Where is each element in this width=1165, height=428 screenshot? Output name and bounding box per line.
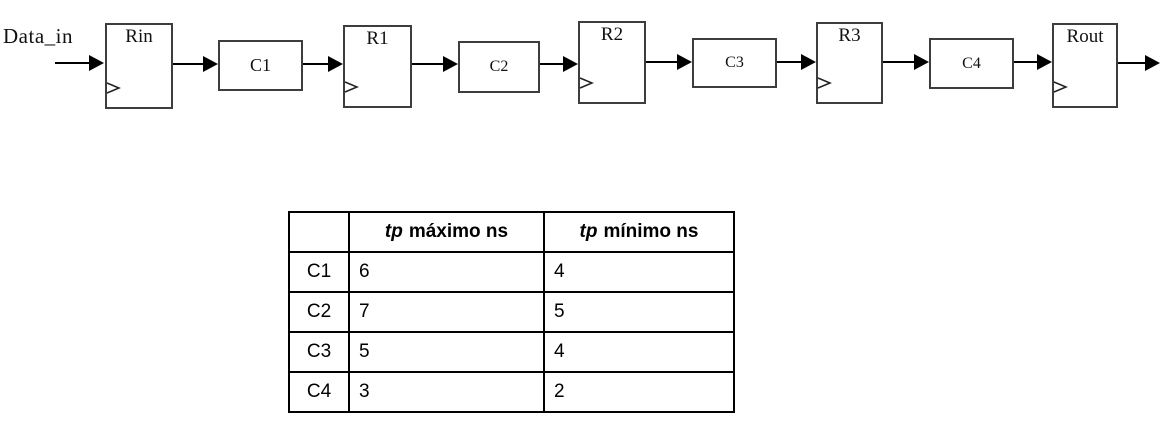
tp-min-value: 5 — [543, 291, 735, 333]
header-text: mínimo ns — [603, 221, 699, 242]
arrow-head-icon — [89, 55, 104, 71]
arrow-head-icon — [1145, 55, 1160, 71]
arrow-head-icon — [443, 56, 458, 72]
register-label: R1 — [366, 28, 389, 49]
arrow-shaft — [540, 63, 563, 65]
row-label: C3 — [288, 331, 350, 373]
register-rin: Rin — [105, 23, 173, 109]
register-label: R2 — [600, 24, 624, 45]
arrow-shaft — [303, 63, 328, 65]
clock-input-icon — [579, 77, 594, 89]
arrow-shaft — [1014, 61, 1037, 63]
tp-max-value: 3 — [348, 371, 545, 413]
arrow-shaft — [412, 63, 443, 65]
output-signal-arrow — [1118, 55, 1160, 71]
signal-arrow-r2-c3 — [646, 54, 692, 70]
arrow-shaft — [173, 63, 203, 65]
register-r1: R1 — [343, 25, 412, 108]
row-label: C2 — [288, 291, 350, 333]
tp-max-value: 7 — [348, 291, 545, 333]
arrow-head-icon — [801, 54, 816, 70]
tp-symbol: tp — [579, 221, 598, 242]
signal-arrow-c2-r2 — [540, 56, 578, 72]
data-in-label: Data_in — [3, 24, 73, 48]
table-row-c3: C3 5 4 — [288, 331, 735, 373]
arrow-shaft — [883, 61, 914, 63]
arrow-head-icon — [328, 56, 343, 72]
arrow-shaft — [646, 61, 677, 63]
signal-arrow-rin-c1 — [173, 56, 218, 72]
tp-min-value: 4 — [543, 251, 735, 293]
arrow-shaft — [1118, 62, 1145, 64]
table-row-c1: C1 6 4 — [288, 251, 735, 293]
arrow-head-icon — [677, 54, 692, 70]
table-row-c2: C2 7 5 — [288, 291, 735, 333]
tp-max-value: 5 — [348, 331, 545, 373]
arrow-head-icon — [203, 56, 218, 72]
signal-arrow-c4-rout — [1014, 54, 1052, 70]
arrow-head-icon — [563, 56, 578, 72]
register-label: Rin — [125, 26, 153, 47]
register-label: Rout — [1066, 26, 1104, 47]
comb-block-c4: C4 — [929, 38, 1014, 89]
corner-cell — [288, 211, 350, 253]
clock-input-icon — [106, 82, 121, 94]
signal-arrow-r3-c4 — [883, 54, 929, 70]
arrow-head-icon — [1037, 54, 1052, 70]
comb-block-c2: C2 — [458, 41, 540, 93]
arrow-head-icon — [914, 54, 929, 70]
comb-block-c3: C3 — [692, 38, 777, 88]
clock-input-icon — [817, 77, 832, 89]
header-text: máximo ns — [408, 221, 509, 242]
register-r3: R3 — [816, 22, 883, 104]
signal-arrow-r1-c2 — [412, 56, 458, 72]
table-row-c4: C4 3 2 — [288, 371, 735, 413]
arrow-shaft — [777, 61, 801, 63]
clock-input-icon — [344, 81, 359, 93]
comb-block-c1: C1 — [218, 40, 303, 91]
clock-input-icon — [1053, 81, 1068, 93]
signal-arrow-c3-r3 — [777, 54, 816, 70]
input-signal-arrow — [55, 55, 104, 71]
row-label: C1 — [288, 251, 350, 293]
register-rout: Rout — [1052, 23, 1118, 108]
tp-symbol: tp — [384, 221, 403, 242]
register-r2: R2 — [578, 21, 646, 104]
pipeline-diagram: Data_in — [0, 0, 1165, 130]
row-label: C4 — [288, 371, 350, 413]
tp-max-value: 6 — [348, 251, 545, 293]
register-label: R3 — [838, 25, 861, 46]
arrow-shaft — [55, 62, 89, 64]
signal-arrow-c1-r1 — [303, 56, 343, 72]
tp-min-value: 2 — [543, 371, 735, 413]
tp-min-value: 4 — [543, 331, 735, 373]
